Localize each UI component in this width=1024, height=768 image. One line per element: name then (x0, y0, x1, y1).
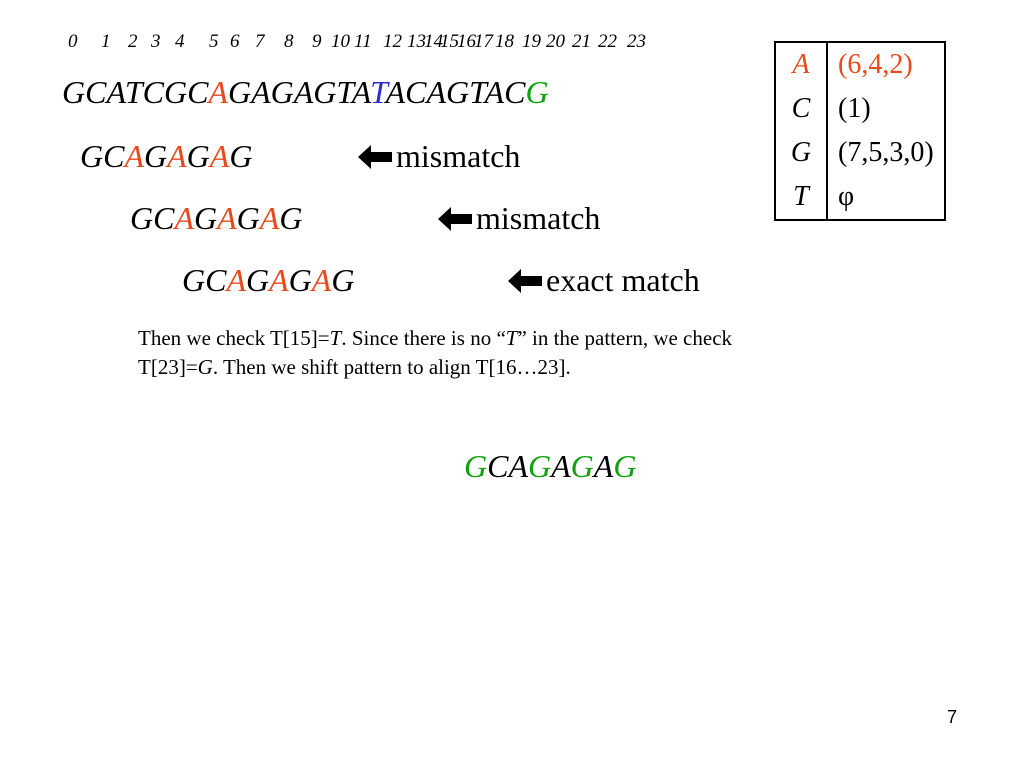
text-segment: ACAGTAC (385, 74, 526, 110)
index-21: 21 (572, 31, 591, 52)
pattern-segment: A (311, 262, 332, 298)
table-key: C (775, 87, 828, 131)
text-segment: A (208, 74, 228, 110)
index-13: 13 (407, 31, 426, 52)
index-12: 12 (383, 31, 402, 52)
table-row: C (1) (775, 87, 945, 131)
index-20: 20 (546, 31, 565, 52)
index-11: 11 (354, 31, 372, 52)
index-15: 15 (440, 31, 459, 52)
left-arrow-icon (508, 268, 542, 293)
note-segment: T[23]= (138, 355, 198, 379)
note-line-2: T[23]=G. Then we shift pattern to align … (138, 353, 732, 382)
note-segment: ” in the pattern, we check (517, 326, 733, 350)
text-segment: GAGAGTA (227, 74, 371, 110)
pattern-segment: A (217, 200, 237, 236)
result-2: mismatch (438, 200, 600, 237)
note-segment: . Since there is no “ (341, 326, 506, 350)
pattern-alignment-2: GCAGAGAG (130, 200, 302, 237)
text-segment: GCATCGC (62, 74, 209, 110)
index-19: 19 (522, 31, 541, 52)
index-3: 3 (151, 31, 161, 52)
shifted-segment: CA (487, 448, 528, 484)
pattern-alignment-1: GCAGAGAG (80, 138, 252, 175)
note-segment: T (505, 326, 518, 350)
text-sequence: GCATCGCAGAGAGTATACAGTACG (62, 74, 549, 111)
shifted-segment: G (613, 448, 637, 484)
pattern-segment: G (331, 262, 355, 298)
index-7: 7 (255, 31, 265, 52)
table-key: G (775, 131, 828, 175)
index-18: 18 (495, 31, 514, 52)
pattern-segment: A (167, 138, 187, 174)
text-segment: G (525, 74, 549, 110)
pattern-segment: A (124, 138, 144, 174)
result-label: mismatch (476, 200, 601, 236)
table-key: T (775, 175, 828, 220)
index-17: 17 (474, 31, 493, 52)
index-2: 2 (128, 31, 138, 52)
table-row: A (6,4,2) (775, 42, 945, 87)
explanation-note: Then we check T[15]=T. Since there is no… (138, 324, 732, 382)
table-value: (1) (838, 93, 871, 124)
pattern-segment: G (186, 138, 210, 174)
index-6: 6 (230, 31, 240, 52)
shifted-pattern: GCAGAGAG (464, 448, 636, 485)
pattern-segment: GC (130, 200, 175, 236)
table-value: φ (838, 181, 855, 212)
pattern-alignment-3: GCAGAGAG (182, 262, 354, 299)
text-segment: T (370, 74, 386, 110)
page-number: 7 (947, 707, 958, 727)
note-segment: G (197, 355, 213, 379)
index-1: 1 (101, 31, 111, 52)
pattern-segment: G (288, 262, 312, 298)
index-16: 16 (457, 31, 476, 52)
index-14: 14 (424, 31, 443, 52)
pattern-segment: A (226, 262, 246, 298)
result-3: exact match (508, 262, 700, 299)
table-key: A (775, 42, 828, 87)
shifted-segment: G (464, 448, 488, 484)
note-line-1: Then we check T[15]=T. Since there is no… (138, 324, 732, 353)
result-label: mismatch (396, 138, 521, 174)
pattern-segment: G (194, 200, 218, 236)
pattern-segment: G (279, 200, 303, 236)
pattern-segment: A (259, 200, 280, 236)
index-23: 23 (627, 31, 646, 52)
pattern-segment: GC (80, 138, 125, 174)
shifted-segment: A (551, 448, 571, 484)
shifted-segment: G (570, 448, 594, 484)
pattern-segment: A (209, 138, 230, 174)
note-segment: . Then we shift pattern to align T[16…23… (212, 355, 571, 379)
index-0: 0 (68, 31, 78, 52)
result-1: mismatch (358, 138, 520, 175)
note-segment: Then we check T[15]= (138, 326, 330, 350)
table-value: (7,5,3,0) (838, 137, 934, 168)
result-label: exact match (546, 262, 700, 298)
shifted-segment: A (593, 448, 614, 484)
index-10: 10 (331, 31, 350, 52)
pattern-segment: G (236, 200, 260, 236)
pattern-segment: G (144, 138, 168, 174)
table-row: G (7,5,3,0) (775, 131, 945, 175)
pattern-segment: G (246, 262, 270, 298)
pattern-segment: GC (182, 262, 227, 298)
pattern-segment: A (269, 262, 289, 298)
index-5: 5 (209, 31, 219, 52)
index-4: 4 (175, 31, 185, 52)
left-arrow-icon (438, 206, 472, 231)
shifted-segment: G (528, 448, 552, 484)
index-9: 9 (312, 31, 322, 52)
index-8: 8 (284, 31, 294, 52)
note-segment: T (329, 326, 342, 350)
index-22: 22 (598, 31, 617, 52)
left-arrow-icon (358, 144, 392, 169)
pattern-segment: G (229, 138, 253, 174)
table-value: (6,4,2) (838, 49, 913, 80)
pattern-segment: A (174, 200, 194, 236)
